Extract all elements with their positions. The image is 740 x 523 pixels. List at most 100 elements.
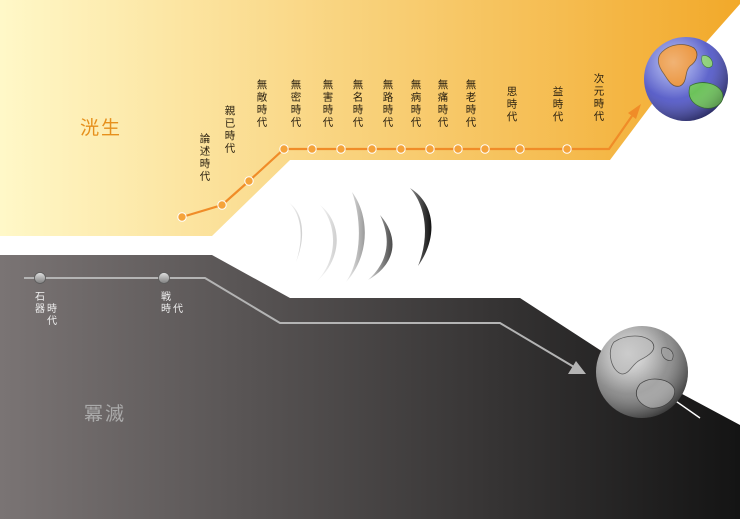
- svg-text:無: 無: [353, 78, 364, 91]
- svg-text:無: 無: [466, 78, 477, 91]
- lower-timeline: [24, 277, 586, 374]
- motion-arcs: [288, 188, 432, 282]
- svg-text:思: 思: [507, 86, 518, 98]
- svg-text:論: 論: [200, 132, 211, 145]
- svg-text:時: 時: [47, 303, 57, 315]
- lower-timeline-arrowhead: [568, 361, 586, 374]
- svg-text:病: 病: [411, 91, 422, 104]
- svg-text:代: 代: [466, 117, 477, 129]
- svg-text:代: 代: [411, 117, 422, 129]
- upper-stage-label-12: 益時代: [553, 85, 564, 123]
- upper-timeline: [181, 104, 641, 219]
- svg-text:無: 無: [438, 78, 449, 91]
- svg-text:時: 時: [291, 104, 302, 116]
- upper-stage-dot-6: [336, 144, 346, 154]
- svg-text:代: 代: [323, 117, 334, 129]
- svg-text:時: 時: [225, 130, 236, 142]
- svg-text:時: 時: [161, 303, 171, 315]
- svg-text:密: 密: [291, 91, 302, 104]
- svg-text:代: 代: [200, 171, 211, 183]
- upper-stage-label-11: 思時代: [507, 86, 518, 123]
- svg-text:次: 次: [594, 72, 605, 85]
- svg-text:時: 時: [200, 158, 211, 170]
- svg-text:痛: 痛: [438, 91, 449, 104]
- svg-text:名: 名: [353, 91, 364, 104]
- upper-stage-dot-3: [244, 176, 254, 186]
- upper-stage-dot-4: [279, 144, 289, 154]
- upper-stage-dot-9: [425, 144, 435, 154]
- svg-text:代: 代: [383, 117, 394, 129]
- svg-text:戦: 戦: [161, 290, 171, 303]
- svg-text:時: 時: [594, 98, 605, 110]
- svg-text:親: 親: [225, 104, 236, 117]
- motion-arc-1: [288, 202, 303, 262]
- upper-stage-nodes: 論述時代親已時代無敵時代無密時代無害時代無名時代無路時代無病時代無痛時代無老時代…: [177, 72, 605, 222]
- svg-text:時: 時: [507, 99, 518, 111]
- svg-text:時: 時: [466, 104, 477, 116]
- lower-band-title: 冪滅: [84, 403, 126, 425]
- upper-stage-dot-2: [217, 200, 227, 210]
- upper-stage-dot-7: [367, 144, 377, 154]
- upper-timeline-line: [181, 115, 633, 219]
- svg-text:石: 石: [35, 292, 45, 303]
- svg-text:老: 老: [466, 91, 477, 104]
- upper-timeline-arrowhead: [628, 104, 641, 119]
- upper-stage-dot-1: [177, 212, 187, 222]
- svg-text:代: 代: [353, 117, 364, 129]
- lower-stage-dot-2: [158, 272, 170, 284]
- upper-stage-dot-10: [453, 144, 463, 154]
- motion-arc-3: [346, 192, 365, 282]
- svg-text:時: 時: [353, 104, 364, 116]
- svg-text:時: 時: [553, 99, 564, 111]
- lower-stage-dot-1: [34, 272, 46, 284]
- motion-arc-5: [410, 188, 432, 266]
- upper-stage-dot-13: [562, 144, 572, 154]
- upper-stage-dot-8: [396, 144, 406, 154]
- upper-stage-dot-5: [307, 144, 317, 154]
- svg-text:代: 代: [47, 315, 57, 327]
- svg-text:代: 代: [594, 111, 605, 123]
- svg-text:代: 代: [291, 117, 302, 129]
- upper-band-title: 洸生: [80, 117, 122, 139]
- svg-text:路: 路: [383, 91, 394, 104]
- svg-text:時: 時: [257, 104, 268, 116]
- svg-text:時: 時: [438, 104, 449, 116]
- svg-text:無: 無: [323, 78, 334, 91]
- svg-text:無: 無: [291, 78, 302, 91]
- svg-text:代: 代: [553, 111, 564, 123]
- upper-stage-dot-12: [515, 144, 525, 154]
- motion-arc-4: [368, 215, 393, 280]
- lower-band: [0, 255, 740, 519]
- svg-text:時: 時: [323, 104, 334, 116]
- svg-text:元: 元: [594, 86, 605, 98]
- svg-text:器: 器: [35, 303, 45, 315]
- svg-text:益: 益: [553, 85, 564, 98]
- lower-stage-nodes: 石器時代戦時代: [34, 272, 183, 327]
- svg-text:代: 代: [173, 303, 183, 315]
- svg-text:代: 代: [438, 117, 449, 129]
- svg-text:無: 無: [383, 78, 394, 91]
- svg-text:述: 述: [200, 146, 211, 158]
- svg-text:時: 時: [383, 104, 394, 116]
- svg-text:代: 代: [225, 143, 236, 155]
- svg-text:已: 已: [225, 118, 236, 130]
- lower-timeline-line: [24, 277, 575, 368]
- svg-text:代: 代: [257, 117, 268, 129]
- upper-band: [0, 0, 740, 236]
- lower-stage-label-1: 石器時代: [35, 292, 57, 327]
- channel-outlines: [0, 49, 740, 419]
- svg-text:害: 害: [323, 91, 334, 104]
- svg-text:敵: 敵: [257, 91, 268, 104]
- svg-text:無: 無: [257, 78, 268, 91]
- colored-globe-icon: [644, 37, 728, 121]
